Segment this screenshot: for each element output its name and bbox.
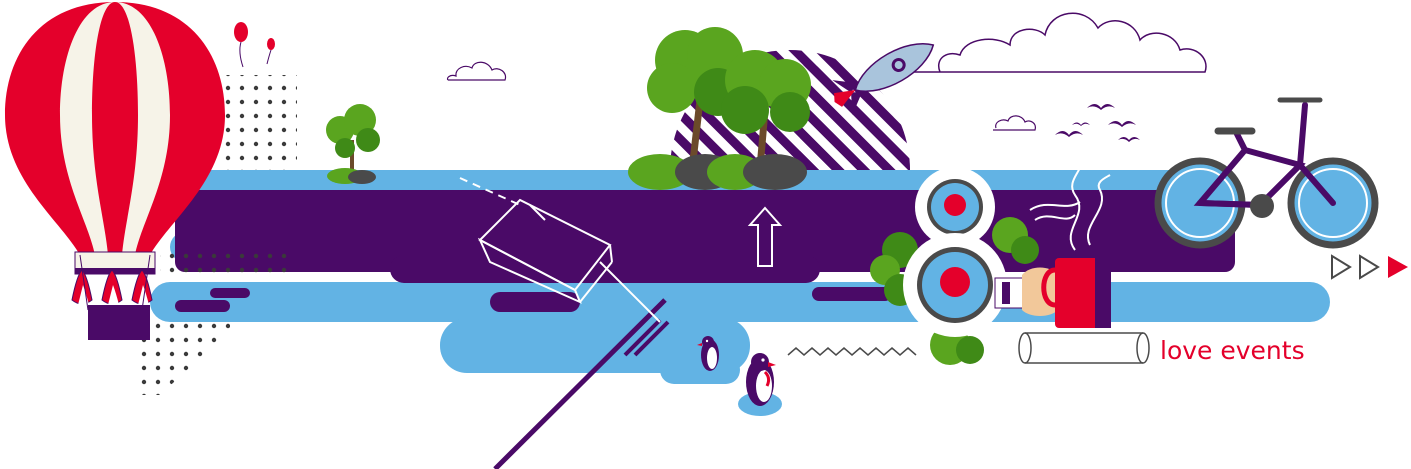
cylinder-outline <box>1018 332 1150 364</box>
lower-blue-blob-2 <box>490 292 580 312</box>
dot-pattern-mid <box>160 252 290 277</box>
dot-pattern-bottom <box>140 320 230 395</box>
steam <box>1029 159 1111 251</box>
zigzag <box>787 347 917 356</box>
play-arrows-icon <box>1331 254 1408 280</box>
purple-small-dash-2 <box>210 288 250 298</box>
penguin-icon <box>697 336 719 371</box>
diagonal-stripes <box>623 318 670 357</box>
balloon-basket <box>88 305 150 340</box>
penguin-icon-2 <box>746 353 776 406</box>
hot-air-balloon-icon <box>5 2 225 340</box>
mid-blue-band <box>150 282 1330 322</box>
big-trees <box>628 27 811 190</box>
penguin-pool-1 <box>660 356 740 384</box>
dot-pattern-top <box>225 75 297 170</box>
small-balloons <box>234 22 275 68</box>
purple-small-dash-3 <box>812 287 892 301</box>
coffee-mug-icon <box>994 258 1111 328</box>
striped-quarter <box>800 64 910 170</box>
diagonal-line <box>493 298 667 469</box>
small-tree <box>326 104 380 184</box>
tagline-text: love events <box>1160 336 1305 365</box>
purple-small-dash-1 <box>175 300 230 312</box>
purple-band-lower-left <box>390 255 820 283</box>
cube-line <box>599 261 661 323</box>
bicycle-icon <box>1154 97 1379 249</box>
target-eight <box>870 167 1039 365</box>
up-arrow-icon <box>747 206 783 267</box>
dashed-line <box>459 177 521 206</box>
cloud-small-1 <box>446 61 507 81</box>
cloud-large <box>900 12 1207 73</box>
cloud-small-2 <box>993 115 1036 131</box>
rocket-icon <box>832 43 935 115</box>
birds <box>1055 104 1140 142</box>
